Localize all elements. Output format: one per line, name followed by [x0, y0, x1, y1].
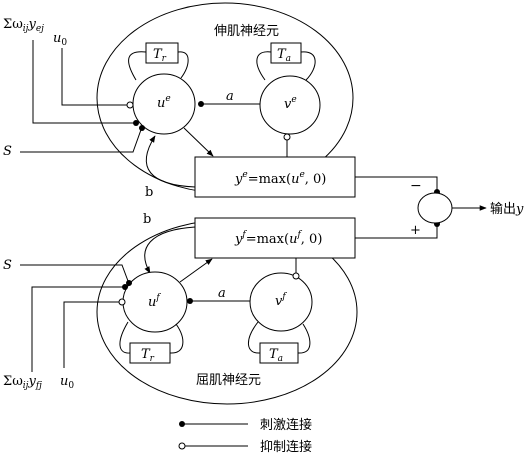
bottom-a-label: a [218, 286, 226, 301]
b-label-bottom: b [143, 212, 151, 227]
vf-inhibit-circle [292, 272, 300, 280]
top-u0-line [61, 48, 127, 106]
legend: 刺激连接 抑制连接 [178, 417, 312, 453]
yf-formula: yf=max(uf, 0) [234, 230, 322, 247]
legend-excite-label: 刺激连接 [260, 417, 312, 433]
bottom-s-line [20, 264, 129, 282]
legend-excite-dot [179, 421, 185, 427]
top-u-label: ue [157, 94, 171, 111]
bottom-s-input: S [3, 258, 12, 273]
bottom-sigma-line [31, 286, 125, 372]
output-label: 输出y [490, 201, 524, 217]
bottom-a-dot [187, 298, 193, 304]
bottom-u0-input: u0 [60, 374, 74, 391]
bottom-ta-loop [248, 321, 311, 354]
bottom-u0-circle [118, 298, 126, 306]
top-ta-loop [256, 51, 316, 81]
bottom-tr-label: Tr [141, 347, 155, 364]
plus-sign: + [410, 223, 421, 238]
bottom-ta-label: Ta [269, 347, 283, 364]
top-s-input: S [3, 144, 12, 159]
top-sigma-dot [133, 120, 139, 126]
legend-inhibit-circle [178, 442, 186, 450]
bottom-u-label: uf [148, 293, 161, 310]
ye-box [194, 156, 356, 198]
ve-inhibit-circle [283, 133, 291, 141]
legend-inhibit-label: 抑制连接 [260, 439, 312, 453]
top-ta-label: Ta [277, 47, 291, 64]
bottom-tr-box [129, 342, 171, 364]
top-tr-loop [128, 51, 189, 81]
top-v-neuron [259, 75, 321, 135]
minus-sign: − [410, 178, 422, 194]
bottom-ta-box [259, 342, 299, 364]
top-ta-box [270, 42, 302, 64]
yf-to-sum-line [355, 224, 438, 239]
bottom-u0-line [63, 301, 120, 368]
bottom-tr-loop [119, 321, 184, 354]
top-sigma-input: Σωijyej [3, 17, 44, 34]
top-u0-circle [126, 101, 134, 109]
sum-node [417, 192, 453, 224]
bottom-sigma-input: Σωijyfj [3, 374, 42, 391]
top-s-line [20, 126, 143, 153]
b-label-top: b [145, 185, 153, 200]
extensor-neuron-title: 伸肌神经元 [214, 24, 279, 39]
top-v-label: ve [284, 95, 297, 112]
bottom-v-label: vf [275, 292, 287, 309]
top-a-label: a [226, 89, 234, 104]
top-sigma-line [32, 40, 134, 124]
bottom-s-dot [126, 280, 132, 286]
top-u0-input: u0 [53, 31, 67, 48]
bottom-sigma-dot [122, 284, 128, 290]
b-connection-yf-to-ue [145, 135, 196, 188]
uf-to-yf-arrow [179, 258, 213, 283]
top-a-dot [198, 101, 204, 107]
b-connection-ye-to-uf [144, 226, 196, 274]
top-s-dot [139, 125, 145, 131]
ye-to-sum-line [355, 176, 438, 192]
yf-box [194, 217, 356, 259]
top-tr-label: Tr [153, 47, 167, 64]
top-tr-box [145, 42, 179, 64]
flexor-neuron-title: 屈肌神经元 [196, 373, 261, 388]
ue-to-ye-arrow [183, 127, 214, 157]
ye-formula: ye=max(ue, 0) [234, 170, 326, 187]
bottom-v-neuron [249, 272, 313, 332]
